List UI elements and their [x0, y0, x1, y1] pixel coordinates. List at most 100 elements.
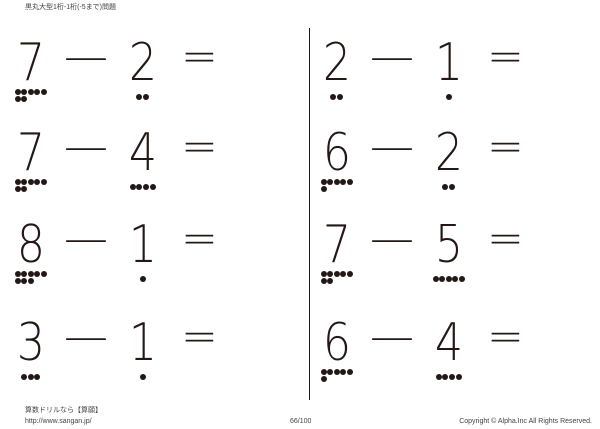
counter-dot: [327, 278, 334, 284]
counter-dot: [139, 276, 146, 282]
counter-dot: [458, 276, 465, 282]
operand-digit: 3: [16, 313, 46, 373]
operand: 7: [11, 33, 51, 108]
counter-dot: [14, 271, 21, 277]
problem: 6 — 4 =: [312, 312, 542, 398]
operand: 1: [123, 215, 163, 288]
equals-sign: =: [181, 311, 218, 362]
counter-dot: [327, 271, 334, 277]
minus-sign: —: [64, 121, 108, 172]
counter-dot: [136, 94, 143, 100]
counter-dot: [320, 179, 327, 185]
counter-dot: [149, 184, 156, 190]
operand-digit: 7: [16, 33, 46, 93]
problem: 3 — 1 =: [6, 312, 236, 398]
operand-digit: 5: [434, 215, 464, 275]
dot-counters: [330, 94, 343, 101]
counter-dot: [439, 276, 446, 282]
dot-counters: [320, 271, 354, 285]
operand: 8: [11, 215, 51, 290]
operand-digit: 6: [322, 313, 352, 373]
operand: 1: [429, 33, 469, 106]
dot-counters: [432, 276, 466, 283]
operand-digit: 4: [434, 313, 464, 373]
counter-dot: [442, 374, 449, 380]
problem: 7—4=: [6, 122, 236, 208]
counter-dot: [40, 271, 47, 277]
operand-digit: 7: [16, 123, 46, 183]
equals-sign: =: [487, 31, 524, 82]
minus-sign: —: [64, 31, 108, 82]
counter-dot: [435, 374, 442, 380]
counter-dot: [445, 276, 452, 282]
page-number: 66/100: [290, 418, 312, 425]
operand: 2: [123, 37, 163, 106]
counter-dot: [327, 179, 334, 185]
counter-dot: [337, 94, 343, 100]
counter-dot: [346, 271, 353, 277]
counter-dot: [333, 369, 340, 375]
counter-dot: [442, 184, 449, 190]
dot-counters: [14, 89, 48, 103]
counter-dot: [27, 89, 34, 95]
dot-counters: [129, 184, 156, 191]
counter-dot: [129, 184, 136, 190]
counter-dot: [139, 374, 146, 380]
equals-sign: =: [487, 121, 524, 172]
counter-dot: [340, 271, 347, 277]
operand: 4: [429, 313, 469, 386]
operand-digit: 4: [128, 123, 158, 183]
counter-dot: [14, 278, 21, 284]
minus-sign: —: [370, 31, 414, 82]
counter-dot: [21, 271, 28, 277]
column-divider: [309, 28, 310, 400]
counter-dot: [27, 278, 34, 284]
equals-sign: =: [181, 213, 218, 264]
dot-counters: [442, 184, 455, 191]
footer-url[interactable]: http://www.sangan.jp/: [25, 418, 92, 425]
operand-digit: 2: [322, 33, 352, 93]
counter-dot: [346, 369, 353, 375]
counter-dot: [34, 179, 41, 185]
counter-dot: [320, 186, 327, 192]
counter-dot: [333, 271, 340, 277]
counter-dot: [340, 369, 347, 375]
counter-dot: [27, 374, 34, 380]
operand-digit: 1: [128, 215, 158, 275]
worksheet-title: 黒丸大型1桁-1桁(-5まで)問題: [25, 4, 117, 11]
operand: 7: [11, 123, 51, 198]
operand-digit: 2: [434, 123, 464, 183]
counter-dot: [34, 374, 41, 380]
counter-dot: [14, 89, 21, 95]
operand: 3: [11, 313, 51, 386]
equals-sign: =: [487, 311, 524, 362]
minus-sign: —: [370, 311, 414, 362]
operand: 5: [429, 215, 469, 288]
counter-dot: [143, 94, 149, 100]
counter-dot: [320, 278, 327, 284]
equals-sign: =: [181, 31, 218, 82]
minus-sign: —: [64, 311, 108, 362]
counter-dot: [21, 96, 28, 102]
dot-counters: [445, 94, 453, 101]
operand-digit: 7: [322, 215, 352, 275]
counter-dot: [40, 89, 47, 95]
counter-dot: [14, 96, 21, 102]
counter-dot: [449, 184, 455, 190]
counter-dot: [34, 89, 41, 95]
operand-digit: 8: [16, 215, 46, 275]
counter-dot: [14, 186, 21, 192]
minus-sign: —: [64, 213, 108, 264]
operand-digit: 6: [322, 123, 352, 183]
counter-dot: [340, 179, 347, 185]
counter-dot: [455, 374, 462, 380]
dot-counters: [14, 271, 48, 285]
operand: 1: [123, 317, 163, 386]
counter-dot: [320, 271, 327, 277]
counter-dot: [346, 179, 353, 185]
counter-dot: [320, 369, 327, 375]
footer-brand: 算数ドリルなら【算願】: [25, 407, 102, 414]
operand: 4: [123, 123, 163, 196]
operand-digit: 1: [434, 33, 464, 93]
counter-dot: [40, 179, 47, 185]
